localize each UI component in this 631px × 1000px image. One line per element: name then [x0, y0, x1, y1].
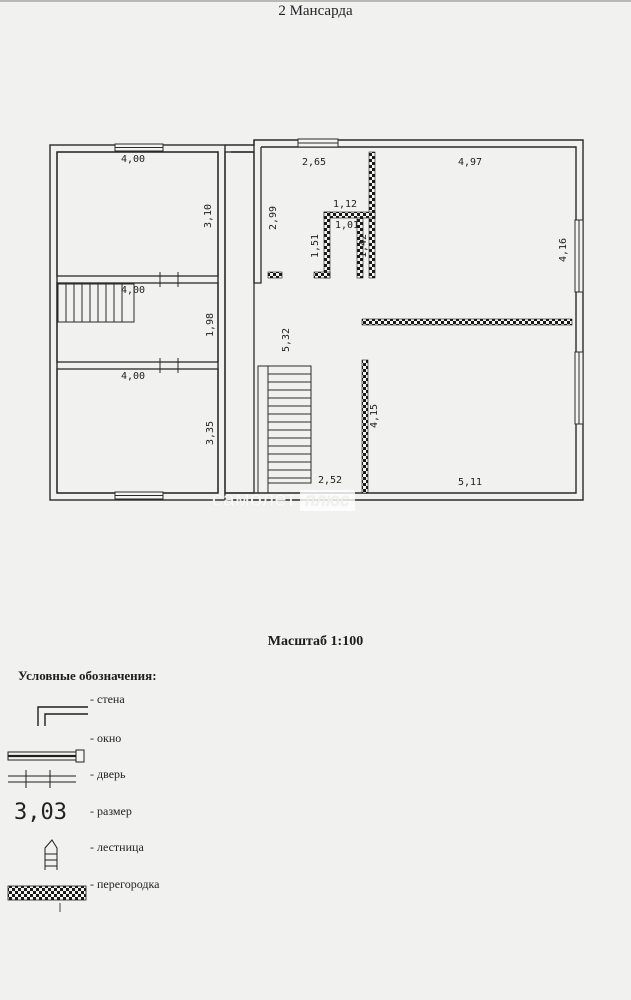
legend-label-wall: - стена [90, 692, 125, 706]
room1-outline [56, 151, 219, 277]
bath-wall [253, 140, 262, 284]
dim-room2-width: 4,00 [121, 285, 145, 296]
dim-room3-height: 3,35 [205, 421, 216, 445]
partition-bath-foot [313, 271, 331, 279]
dim-room3-width: 4,00 [121, 371, 145, 382]
window-group [114, 138, 584, 500]
dim-room4-width: 4,97 [458, 157, 482, 168]
partition-closet-left [323, 211, 331, 279]
dim-room4-height: 4,16 [558, 238, 569, 262]
wall-icon [37, 706, 88, 726]
dim-room5-height: 4,15 [369, 404, 380, 428]
dim-bath-height: 2,99 [268, 206, 279, 230]
dim-closet-height-right: 1,42 [358, 234, 369, 258]
dim-closet-height-left: 1,51 [310, 234, 321, 258]
partition-room5-west [361, 359, 369, 494]
room3-outline [56, 368, 219, 494]
legend-label-door: - дверь [90, 767, 126, 781]
dimension-icon: 3,03 [14, 800, 67, 825]
legend-title: Условные обозначения: [18, 668, 157, 683]
partition-closet-top [323, 211, 376, 219]
legend-label-window: - окно [90, 731, 122, 745]
door-icon [8, 770, 76, 788]
partition-room45 [361, 318, 573, 326]
dim-closet-width: 1,12 [333, 199, 357, 210]
dim-corridor-length: 5,32 [281, 328, 292, 352]
watermark-brand: самолет [212, 488, 297, 511]
top-rule [0, 0, 631, 2]
room2-outline [56, 282, 219, 363]
dim-closet-inner: 1,01 [335, 220, 359, 231]
partition-bath-stub [267, 271, 283, 279]
door-group [152, 272, 192, 373]
dimension-labels: 4,00 3,10 4,00 1,98 4,00 3,35 5,32 2,65 … [121, 154, 569, 488]
legend-icons [7, 706, 88, 912]
watermark-suffix: плюс [300, 490, 355, 511]
stair-icon [44, 839, 58, 870]
page-title: 2 Мансарда [278, 3, 353, 19]
partition-group [267, 151, 573, 494]
partition-icon [7, 885, 87, 912]
corridor-outline [224, 151, 255, 494]
dim-stair-width: 2,52 [318, 475, 342, 486]
outer-wall-east [225, 139, 584, 501]
window-icon [7, 749, 85, 763]
dim-room1-height: 3,10 [203, 204, 214, 228]
scale-label: Масштаб 1:100 [267, 634, 364, 649]
dim-room1-width: 4,00 [121, 154, 145, 165]
partition-closet-right [356, 217, 364, 279]
stair-west [57, 283, 135, 323]
dim-bath-width: 2,65 [302, 157, 326, 168]
legend-label-partition: - перегородка [90, 877, 160, 891]
dim-room5-width: 5,11 [458, 477, 482, 488]
legend-label-stair: - лестница [90, 840, 144, 854]
legend-label-dimension: - размер [90, 804, 132, 818]
stair-central [257, 365, 312, 494]
dim-room2-height: 1,98 [205, 313, 216, 337]
